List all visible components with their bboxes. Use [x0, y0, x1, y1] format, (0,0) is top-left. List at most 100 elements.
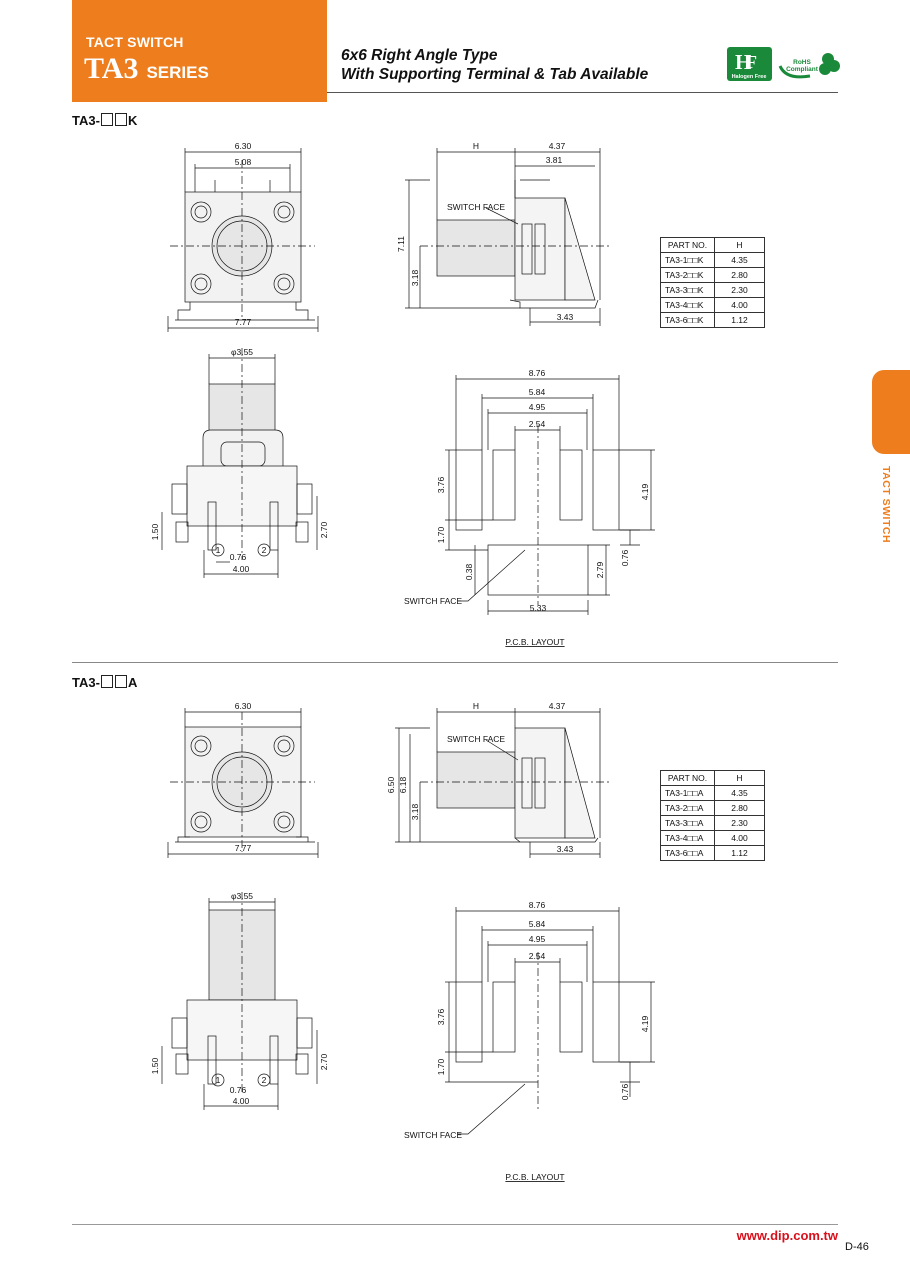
table-head-part: PART NO. [660, 237, 715, 253]
pcb-dim-11: 5.33 [530, 603, 547, 613]
pcb-dim-4: 2.54 [529, 419, 546, 429]
table-head-h: H [714, 770, 765, 786]
dim-plunger-diameter: φ3.55 [231, 347, 253, 357]
pcb-dim-6: 1.70 [436, 526, 446, 543]
pcb-dim-7: 4.19 [640, 1015, 650, 1032]
table-head-h: H [714, 237, 765, 253]
part-number: TA3-3□□K [660, 282, 715, 298]
halogen-free-logo: H F Halogen Free [727, 47, 772, 81]
h-value: 4.35 [714, 785, 765, 801]
part-number: TA3-3□□A [660, 815, 715, 831]
part-number: TA3-2□□K [660, 267, 715, 283]
pcb-layout [445, 907, 655, 1135]
page-subtitle: 6x6 Right Angle Type With Supporting Ter… [341, 46, 648, 84]
pcb-dim-1: 8.76 [529, 900, 546, 910]
dim-pin-width: 0.76 [230, 1085, 247, 1095]
pcb-dim-1: 8.76 [529, 368, 546, 378]
svg-text:F: F [746, 52, 757, 72]
pin-2-label: 2 [262, 1075, 267, 1085]
h-value: 4.00 [714, 830, 765, 846]
part-number: TA3-2□□A [660, 800, 715, 816]
front-view [167, 708, 319, 858]
dim-total-width: 7.77 [235, 317, 252, 327]
dim-width: 6.30 [235, 141, 252, 151]
dim-h: H [473, 701, 479, 711]
certification-logos: H F Halogen Free RoHS Compliant [727, 47, 840, 81]
dim-h: H [473, 141, 479, 151]
side-view [405, 148, 610, 326]
dim-pin-pitch: 4.00 [233, 1096, 250, 1106]
dim-pin-pitch: 4.00 [233, 564, 250, 574]
dim-pin-width: 0.76 [230, 552, 247, 562]
section-a-label: TA3-A [72, 675, 137, 690]
part-number: TA3-4□□A [660, 830, 715, 846]
dim-pin-height: 2.70 [319, 1053, 329, 1070]
pin-1-label: 1 [216, 545, 221, 555]
h-value: 4.35 [714, 252, 765, 268]
pcb-dim-10: 0.76 [620, 549, 630, 566]
footer-rule [72, 1224, 838, 1225]
dim-height: 6.50 [386, 776, 396, 793]
rohs-text-1: RoHS [793, 59, 811, 66]
h-value: 2.80 [714, 800, 765, 816]
dim-depth-2: 3.81 [546, 155, 563, 165]
subtitle-line-1: 6x6 Right Angle Type [341, 47, 498, 64]
table-head-part: PART NO. [660, 770, 715, 786]
section-a-prefix: TA3- [72, 675, 100, 690]
website-link[interactable]: www.dip.com.tw [736, 1228, 838, 1243]
part-number: TA3-1□□A [660, 785, 715, 801]
pcb-dim-5: 3.76 [436, 1008, 446, 1025]
part-number: TA3-4□□K [660, 297, 715, 313]
h-value: 2.80 [714, 267, 765, 283]
switch-face-label-pcb: SWITCH FACE [404, 1130, 462, 1140]
pin-2-label: 2 [262, 545, 267, 555]
h-value: 1.12 [714, 845, 765, 861]
pcb-dim-3: 4.95 [529, 402, 546, 412]
series-suffix: SERIES [146, 63, 209, 82]
section-k-drawing: 6.30 5.08 7.77 H 4.37 3.81 7.11 3.18 3.4… [150, 141, 655, 647]
pcb-dim-6: 1.70 [436, 1058, 446, 1075]
page-number: D-46 [845, 1241, 869, 1253]
pcb-dim-9: 2.79 [595, 561, 605, 578]
pcb-dim-8: 0.76 [620, 1083, 630, 1100]
front-view [167, 148, 319, 332]
switch-face-label-side: SWITCH FACE [447, 202, 505, 212]
category-label: TACT SWITCH [86, 34, 184, 50]
dim-tab: 3.43 [557, 844, 574, 854]
rohs-text-2: Compliant [786, 66, 819, 73]
subtitle-line-2: With Supporting Terminal & Tab Available [341, 66, 649, 83]
pcb-layout-label: P.C.B. LAYOUT [505, 637, 564, 647]
h-value: 2.30 [714, 815, 765, 831]
pcb-dim-8: 0.38 [464, 563, 474, 580]
part-number: TA3-6□□K [660, 312, 715, 328]
switch-face-label-side: SWITCH FACE [447, 734, 505, 744]
dim-tab: 3.43 [557, 312, 574, 322]
dim-center-height: 3.18 [410, 803, 420, 820]
section-divider [72, 662, 838, 663]
pcb-layout-label: P.C.B. LAYOUT [505, 1172, 564, 1182]
dim-total-width: 7.77 [235, 843, 252, 853]
dim-pin-length: 1.50 [150, 1057, 160, 1074]
pcb-dim-2: 5.84 [529, 919, 546, 929]
part-number: TA3-1□□K [660, 252, 715, 268]
hf-logo-text: Halogen Free [732, 74, 767, 80]
pcb-dim-7: 4.19 [640, 483, 650, 500]
header-rule [327, 92, 838, 93]
dim-pin-length: 1.50 [150, 523, 160, 540]
bottom-view [161, 892, 318, 1110]
dim-body-height: 6.18 [398, 776, 408, 793]
rohs-compliant-logo: RoHS Compliant [778, 53, 840, 79]
dim-width: 6.30 [235, 701, 252, 711]
dim-depth: 4.37 [549, 701, 566, 711]
